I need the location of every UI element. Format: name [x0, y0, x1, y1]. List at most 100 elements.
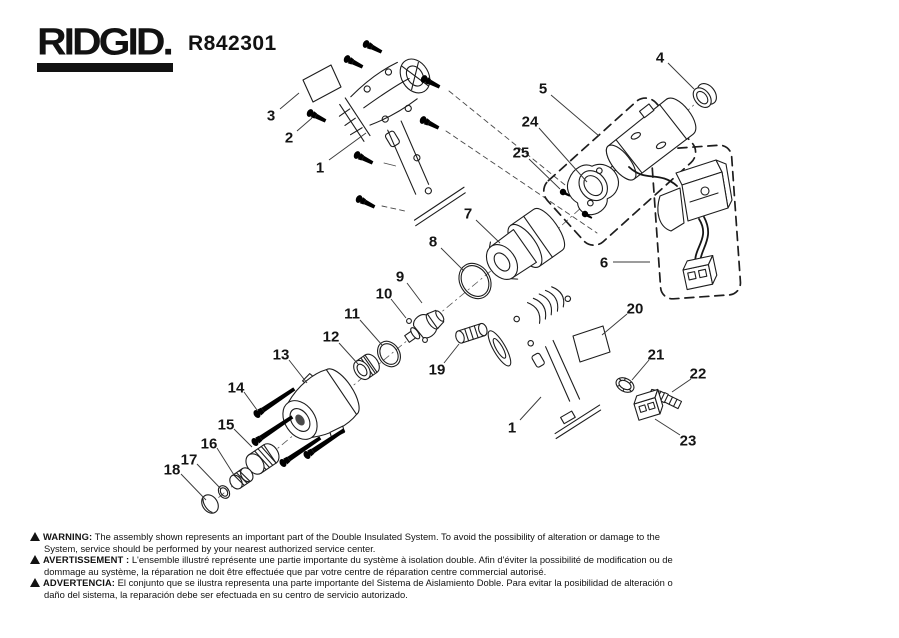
- anvil-drawing: [400, 305, 448, 349]
- o-ring-drawing: [452, 257, 497, 304]
- callout-number-14-15: 14: [228, 379, 245, 396]
- small-o-ring-drawing: [216, 484, 232, 501]
- switch-assembly-drawing: [658, 160, 732, 290]
- callout-number-8-9: 8: [429, 233, 437, 250]
- callout-leader-11: [360, 320, 382, 345]
- callout-layer: 3214524256789101112131415161718192021222…: [164, 49, 707, 500]
- callout-leader-19: [444, 344, 459, 363]
- callout-number-19-20: 19: [429, 361, 446, 378]
- callout-leader-12: [339, 343, 358, 364]
- notice-text: El conjunto que se ilustra representa un…: [44, 577, 673, 600]
- detent-pin-drawing: [423, 338, 428, 343]
- callout-number-11-12: 11: [344, 305, 360, 322]
- warning-triangle-icon: !: [30, 578, 40, 587]
- callout-number-1-2: 1: [316, 159, 324, 176]
- forward-reverse-button-drawing: [454, 322, 488, 344]
- callout-number-18-19: 18: [164, 461, 181, 478]
- ridgid-logo: RIDGID.: [37, 20, 174, 72]
- callout-number-24-5: 24: [522, 113, 539, 130]
- warning-triangle-icon: !: [30, 555, 40, 564]
- callout-leader-13: [289, 360, 307, 383]
- callout-number-12-13: 12: [323, 328, 340, 345]
- callout-number-23-24: 23: [680, 432, 697, 449]
- callout-leader-7: [476, 220, 500, 243]
- callout-leader-9: [407, 283, 422, 303]
- callout-leader-10: [391, 299, 406, 318]
- warning-label-drawing: [573, 326, 610, 362]
- housing-screw-drawing: [342, 53, 365, 71]
- callout-number-4-3: 4: [656, 49, 665, 66]
- callout-number-21-22: 21: [648, 346, 665, 363]
- callout-leader-23: [655, 419, 680, 435]
- notice-label: WARNING:: [43, 531, 93, 542]
- right-housing-half-drawing: [479, 276, 635, 449]
- model-number: R842301: [188, 32, 277, 55]
- housing-screw-drawing: [418, 114, 441, 132]
- detent-pin-drawing: [407, 319, 412, 324]
- callout-number-10-11: 10: [376, 285, 393, 302]
- callout-leader-20: [602, 314, 627, 335]
- left-housing-half-drawing: [327, 43, 503, 238]
- callout-number-3-0: 3: [267, 107, 275, 124]
- warning-notice-es: !ADVERTENCIA: El conjunto que se ilustra…: [30, 577, 682, 600]
- housing-screw-drawing: [305, 107, 328, 125]
- callout-number-17-18: 17: [181, 451, 198, 468]
- callout-leader-22: [672, 379, 691, 392]
- callout-leader-1: [329, 133, 366, 160]
- warning-label-drawing: [303, 65, 341, 102]
- callout-leader-17: [197, 464, 221, 489]
- callout-number-5-4: 5: [539, 80, 547, 97]
- callout-number-6-7: 6: [600, 254, 608, 271]
- screw-alignment-dash: [446, 131, 597, 233]
- callout-leader-25: [529, 159, 560, 189]
- callout-leader-4: [668, 63, 694, 89]
- callout-number-25-6: 25: [513, 144, 530, 161]
- callout-number-7-8: 7: [464, 205, 472, 222]
- housing-screw-drawing: [361, 38, 384, 56]
- case-screw-drawing: [250, 413, 295, 448]
- callout-leader-18: [181, 474, 206, 500]
- callout-leader-15: [234, 429, 252, 447]
- callout-leader-24: [539, 128, 587, 182]
- grip-ring-drawing: [614, 375, 637, 395]
- callout-number-16-17: 16: [201, 435, 218, 452]
- callout-leader-16: [217, 448, 234, 475]
- screw-alignment-dash: [449, 91, 570, 189]
- bearing-drawing: [350, 351, 383, 383]
- spring-drawing: [227, 465, 255, 491]
- gearbox-drawing: [477, 204, 571, 291]
- motor-end-cap-drawing: [689, 80, 720, 111]
- callout-number-1-25: 1: [508, 419, 516, 436]
- callout-leader-14: [244, 392, 257, 410]
- motor-wire: [629, 167, 677, 186]
- warning-notice-en: !WARNING: The assembly shown represents …: [30, 531, 682, 554]
- notice-label: ADVERTENCIA:: [43, 577, 116, 588]
- notice-label: AVERTISSEMENT :: [43, 554, 130, 565]
- callout-leader-1: [520, 397, 541, 420]
- notice-text: The assembly shown represents an importa…: [44, 531, 660, 554]
- warning-notice-fr: !AVERTISSEMENT : L'ensemble illustré rep…: [30, 554, 682, 577]
- motor-mount-plate-drawing: [559, 151, 629, 220]
- callout-leader-5: [551, 95, 599, 136]
- notice-text: L'ensemble illustré représente une parti…: [44, 554, 673, 577]
- callout-number-20-21: 20: [627, 300, 644, 317]
- ridgid-logo-bar: [37, 63, 173, 72]
- housing-screw-drawing: [354, 193, 377, 211]
- ridgid-logo-text: RIDGID.: [37, 20, 174, 64]
- assembly-axis-line: [206, 260, 504, 508]
- callout-number-2-1: 2: [285, 129, 293, 146]
- callout-leader-21: [632, 360, 649, 380]
- warning-triangle-icon: !: [30, 532, 40, 541]
- callout-number-9-10: 9: [396, 268, 404, 285]
- callout-number-13-14: 13: [273, 346, 290, 363]
- switch-assembly-boundary: [651, 144, 741, 299]
- callout-leader-2: [297, 118, 312, 131]
- callout-number-15-16: 15: [218, 416, 235, 433]
- hammer-case-drawing: [269, 359, 370, 458]
- callout-number-22-23: 22: [690, 365, 707, 382]
- wire-connector-drawing: [632, 389, 665, 420]
- callout-leader-3: [280, 93, 299, 109]
- housing-screw-drawing: [352, 149, 375, 167]
- retaining-ring-drawing: [373, 337, 405, 371]
